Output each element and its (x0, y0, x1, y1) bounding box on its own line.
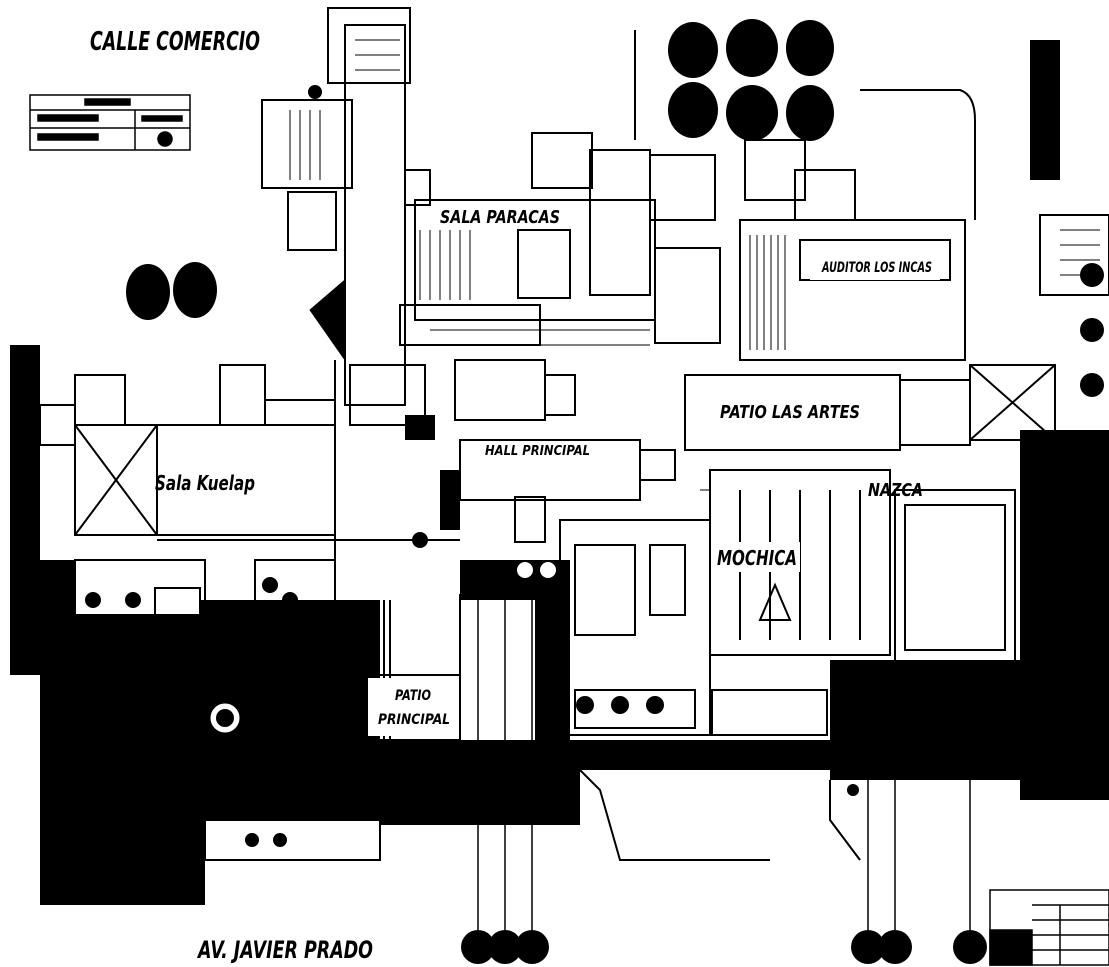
room-label-nazca: NAZCA (868, 480, 923, 501)
room-label-sala-paracas: SALA PARACAS (440, 207, 560, 228)
street-label-calle-comercio: CALLE COMERCIO (90, 27, 260, 57)
auditor-label-bg (810, 250, 940, 280)
room-label-mochica: MOCHICA (717, 546, 797, 570)
title-block (989, 889, 1109, 966)
walls (39, 7, 1109, 861)
detail-lines (289, 39, 1100, 491)
room-label-patio-las-artes: PATIO LAS ARTES (720, 402, 860, 423)
room-label-sala-kuelap: Sala Kuelap (155, 471, 255, 495)
patio-principal-label-bg (368, 678, 456, 736)
columns (85, 85, 859, 847)
patio-artes-label-bg (712, 395, 872, 425)
room-label-patio-principal-line2: PRINCIPAL (378, 712, 450, 728)
room-label-hall-principal: HALL PRINCIPAL (485, 444, 590, 459)
mochica-label-bg (712, 542, 800, 572)
tree-markers (126, 19, 1104, 964)
legend-box (29, 94, 191, 151)
room-label-auditor-los-incas: AUDITOR LOS INCAS (821, 260, 932, 276)
street-label-av-javier-prado: AV. JAVIER PRADO (197, 936, 373, 964)
room-label-patio-principal-line1: PATIO (395, 688, 431, 704)
solid-areas (10, 40, 1109, 905)
drain-lines (477, 600, 971, 930)
